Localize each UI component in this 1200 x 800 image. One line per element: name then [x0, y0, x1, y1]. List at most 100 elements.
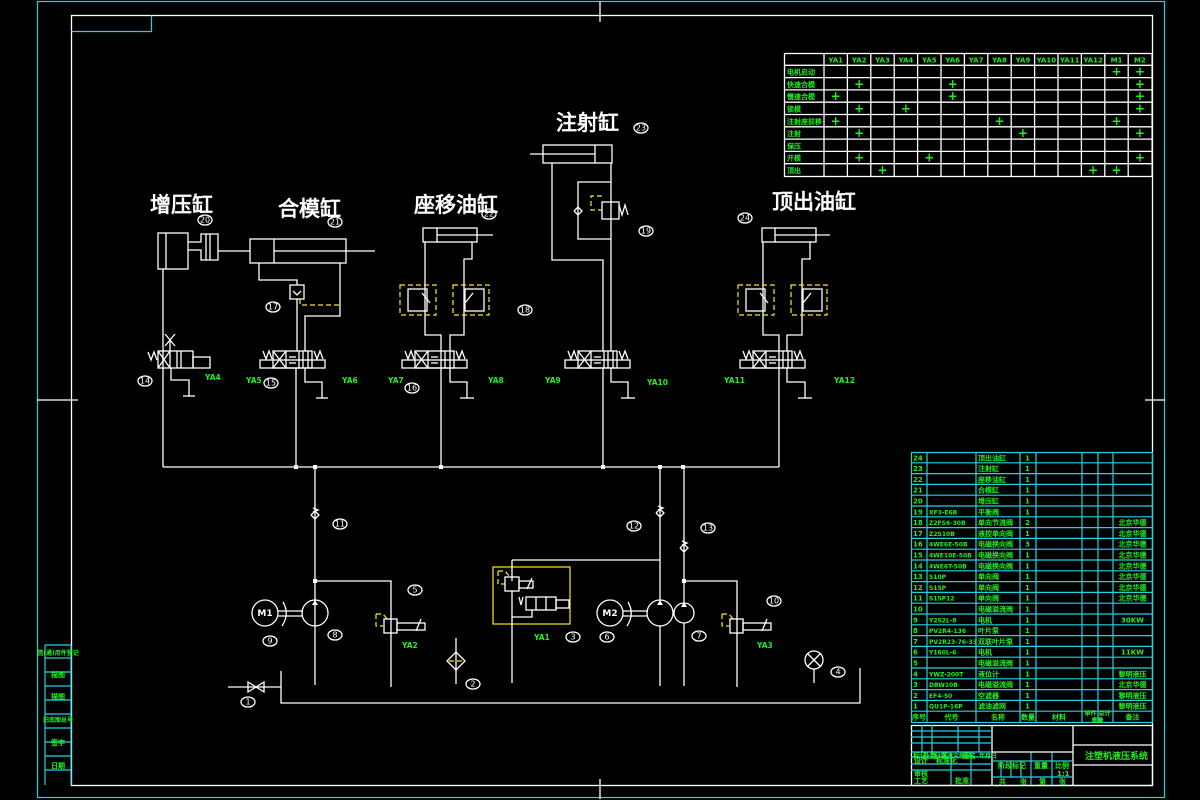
parts-header-code: 代号 [944, 713, 959, 722]
parts-qty: 1 [1025, 616, 1030, 624]
parts-name: 电磁溢流阀 [978, 680, 1013, 689]
level-gauge-4[interactable] [804, 650, 824, 683]
solenoid-ya3: YA3 [756, 641, 773, 650]
pump-8[interactable] [301, 599, 329, 627]
solenoid-ya4: YA4 [204, 373, 221, 382]
tb-label-review: 审核 [914, 769, 928, 778]
parts-qty: 1 [1025, 552, 1030, 560]
parts-qty: 1 [1025, 606, 1030, 614]
parts-name: 单向节流阀 [978, 518, 1013, 527]
tank-outline [228, 668, 861, 704]
tb-label-sheet: 张 [1059, 777, 1067, 786]
parts-seq: 5 [913, 660, 918, 668]
action-table-header: YA5 [921, 56, 937, 64]
svg-text:M2: M2 [602, 609, 617, 619]
solenoid-ya9: YA9 [544, 376, 561, 385]
directional-valve-15[interactable] [259, 350, 326, 369]
relief-valve-3[interactable] [492, 559, 660, 683]
action-table-cell-on: + [1111, 114, 1121, 128]
parts-code: Z2FS6-30B [929, 520, 966, 527]
parts-qty: 1 [1025, 638, 1030, 646]
action-table-cell-on: + [1135, 77, 1145, 91]
parts-code: S10P [929, 574, 947, 581]
action-table-cell-on: + [831, 89, 841, 103]
action-table-row-label: 注射座前移 [787, 117, 822, 126]
parts-name: 空滤器 [978, 691, 1000, 700]
action-table-cell-on: + [1018, 126, 1028, 140]
action-table-row-label: 快速合模 [787, 80, 816, 89]
ejector-cylinder-label: 顶出油缸 [772, 189, 856, 214]
pump-line-1 [314, 467, 392, 687]
check-valve-12[interactable] [655, 505, 665, 518]
parts-name: 滤油滤网 [978, 702, 1006, 711]
action-table-cell-on: + [948, 77, 958, 91]
callout-24: 24 [737, 212, 753, 224]
action-table-row-label: 慢速合模 [787, 92, 816, 101]
booster-cylinder[interactable] [157, 232, 250, 467]
check-valve-13[interactable] [679, 540, 689, 553]
throttle-valve-18b[interactable] [452, 284, 490, 316]
parts-note: 北京华德 [1119, 680, 1147, 689]
parts-seq: 4 [913, 670, 918, 678]
parts-code: EF4-50 [929, 693, 952, 700]
parts-header-seq: 序号 [911, 713, 926, 722]
callout-22: 22 [481, 208, 497, 220]
directional-valve-16[interactable] [401, 350, 468, 369]
parts-name: 双联叶片泵 [978, 637, 1013, 646]
action-table-header: YA9 [1015, 56, 1031, 64]
stamp-trace: 描图 [51, 670, 65, 679]
motor-m2[interactable]: M2 [596, 599, 624, 627]
junction-dot [313, 579, 317, 583]
parts-header-weight: 单件 总计 [1084, 710, 1110, 718]
parts-qty: 1 [1025, 487, 1030, 495]
parts-qty: 1 [1025, 660, 1030, 668]
action-table-header: M2 [1134, 56, 1146, 64]
parts-name: 电磁溢流阀 [978, 659, 1013, 668]
air-filter-2[interactable] [446, 638, 466, 684]
throttle-valve-ejector-a[interactable] [737, 284, 775, 316]
mold-cylinder-label: 合模缸 [278, 196, 341, 221]
svg-text:5: 5 [412, 586, 417, 595]
parts-header-name: 名称 [991, 713, 1005, 722]
side-stamp [44, 644, 72, 785]
booster-cylinder-label: 增压缸 [150, 192, 213, 217]
tb-scale-value: 1:1 [1057, 770, 1070, 778]
parts-note: 黎明液压 [1118, 702, 1147, 711]
pump-7-small[interactable] [673, 602, 695, 624]
parts-code: QU1P-16P [929, 704, 963, 711]
callout-6: 6 [599, 631, 615, 643]
directional-valve-14[interactable] [147, 333, 211, 397]
parts-name: 电磁换向阀 [978, 540, 1013, 549]
callout-16: 16 [404, 382, 420, 394]
parts-seq: 20 [913, 498, 923, 506]
throttle-valve-ejector-b[interactable] [790, 284, 828, 316]
svg-text:17: 17 [268, 303, 278, 312]
check-valve-11[interactable] [310, 507, 320, 520]
pump-7-large[interactable] [646, 599, 674, 627]
action-table-cell-on: + [924, 151, 934, 165]
directional-valve-injection[interactable] [564, 350, 631, 369]
svg-text:3: 3 [570, 633, 575, 642]
relief-valve-10[interactable] [721, 613, 772, 634]
relief-valve-5[interactable] [375, 613, 426, 634]
action-table-cell-on: + [854, 151, 864, 165]
stop-valve-1[interactable] [247, 680, 265, 694]
injection-cylinder[interactable] [530, 144, 629, 351]
svg-text:15: 15 [266, 379, 276, 388]
action-table-row-label: 顶出 [787, 166, 801, 175]
parts-seq: 14 [913, 562, 923, 570]
tb-label-scale: 比例 [1055, 761, 1069, 770]
tb-label-zone: 分区 [934, 751, 948, 760]
action-table-cell-on: + [1135, 89, 1145, 103]
svg-text:7: 7 [696, 632, 701, 641]
motor-m1[interactable]: M1 [251, 599, 279, 627]
callout-9: 9 [262, 635, 278, 647]
parts-seq: 10 [913, 606, 923, 614]
throttle-valve-18a[interactable] [399, 284, 437, 316]
parts-note: 北京华德 [1119, 583, 1147, 592]
stamp-sign: 签字 [50, 738, 65, 747]
callout-8: 8 [327, 629, 343, 641]
mold-cylinder[interactable] [249, 238, 375, 351]
directional-valve-ejector[interactable] [739, 350, 806, 369]
